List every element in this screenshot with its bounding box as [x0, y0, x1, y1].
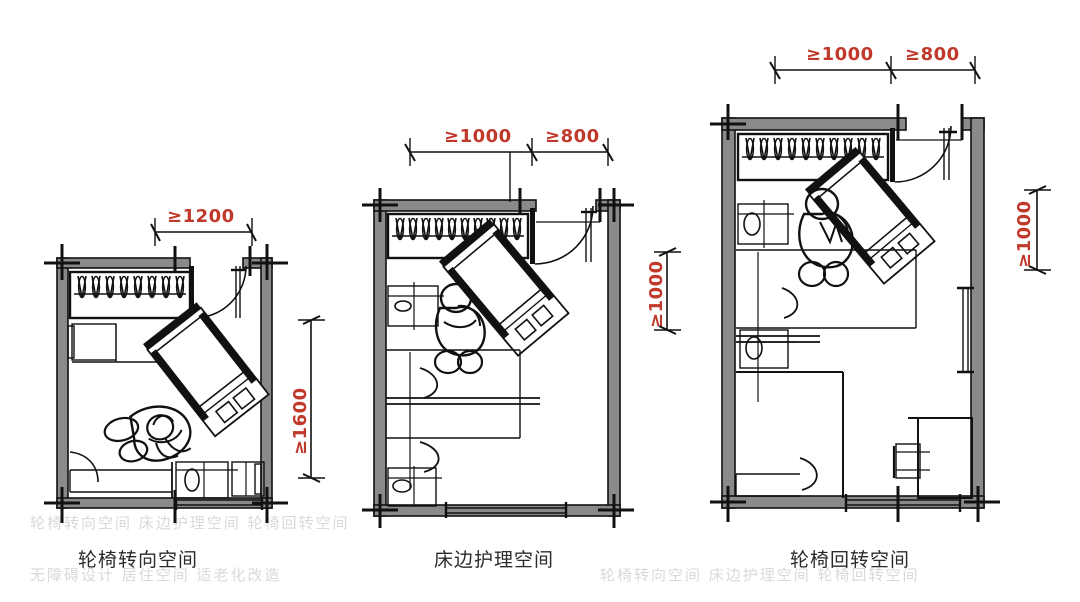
bed-1	[143, 302, 270, 438]
window-bottom-3	[844, 494, 962, 512]
watermark-row-2: 无障碍设计 居住空间 适老化改造	[30, 566, 282, 584]
dimension-label-1000-b: ≥1000	[806, 44, 874, 65]
wheelchair-with-person-1	[103, 405, 192, 463]
nightstand-2	[387, 282, 444, 330]
dimension-top-1200: ≥1200	[150, 206, 257, 246]
bed-2	[438, 218, 570, 357]
dimension-side-1000-a: ≥1000	[646, 247, 681, 335]
entry-door-2	[530, 205, 600, 265]
panel-wheelchair-turn: ≥1200 ≥1600	[44, 206, 325, 571]
care-zone-2	[385, 349, 540, 490]
dimension-label-1000-side-a: ≥1000	[646, 260, 667, 328]
dimension-side-1000-b: ≥1000	[1014, 185, 1051, 275]
dimension-label-1000-a: ≥1000	[444, 126, 512, 147]
dimension-label-800-b: ≥800	[905, 44, 960, 65]
washbasin-1	[175, 461, 238, 499]
watermark-row-1: 轮椅转向空间 床边护理空间 轮椅回转空间	[30, 514, 350, 532]
nightstand-3	[737, 200, 794, 248]
window-2	[444, 502, 568, 518]
panel-wheelchair-rotation: ≥1000 ≥800 ≥1000	[710, 44, 1051, 571]
dimension-top-chain-3: ≥1000 ≥800	[769, 44, 981, 84]
cabinet-3	[892, 417, 973, 499]
watermark-row-3: 轮椅转向空间 床边护理空间 轮椅回转空间	[600, 566, 920, 584]
washbasin-2	[387, 466, 442, 507]
window-1	[174, 497, 264, 510]
washbasin-3	[739, 329, 796, 369]
panel-caption-3: 轮椅回转空间	[790, 549, 910, 571]
dimension-top-chain-2: ≥1000 ≥800	[404, 126, 614, 166]
dimension-label-800-a: ≥800	[545, 126, 600, 147]
room-walls-1	[44, 244, 288, 523]
wheelchair-with-person-3	[797, 187, 854, 288]
counter-1	[231, 461, 265, 497]
dimension-label-1000-side-b: ≥1000	[1014, 200, 1035, 268]
dimension-label-1600: ≥1600	[290, 387, 311, 455]
dimension-side-1600: ≥1600	[290, 315, 325, 483]
window-right-3	[957, 286, 974, 374]
desk-3	[735, 371, 844, 498]
dimension-label-1200: ≥1200	[167, 206, 235, 227]
panel-bedside-care: ≥1000 ≥800 ≥1000	[362, 126, 681, 571]
caregiver-person-2	[433, 282, 486, 375]
panel-caption-1: 轮椅转向空间	[78, 549, 198, 571]
entry-door-3	[890, 125, 962, 183]
wardrobe-1	[68, 270, 192, 320]
lower-furniture-1	[69, 451, 173, 498]
panel-caption-2: 床边护理空间	[434, 549, 554, 571]
